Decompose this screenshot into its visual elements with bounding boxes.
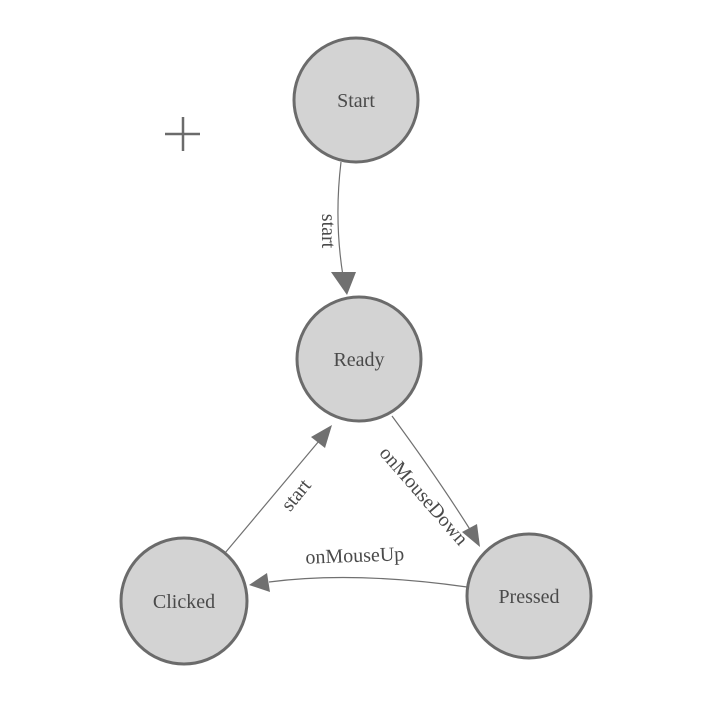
plus-crosshair-icon <box>165 117 200 151</box>
state-label: Pressed <box>498 586 559 608</box>
arrowhead-icon <box>311 425 332 448</box>
edge-path[interactable] <box>268 576 468 588</box>
state-circle[interactable] <box>292 36 420 164</box>
arrowhead-icon <box>249 573 270 592</box>
arrowhead-icon <box>462 524 480 547</box>
edge-label: start <box>317 214 339 249</box>
edge-label: onMouseDown <box>375 442 473 550</box>
edge-ready-to-pressed: onMouseDown <box>375 415 480 550</box>
arrowhead-icon <box>331 272 356 295</box>
state-label: Start <box>337 90 375 112</box>
state-label: Clicked <box>153 591 215 613</box>
edge-label: onMouseUp <box>305 543 405 568</box>
edge-clicked-to-ready: start <box>224 425 332 554</box>
state-node-pressed[interactable]: Pressed <box>465 532 593 660</box>
edge-path[interactable] <box>391 415 472 532</box>
state-node-clicked[interactable]: Clicked <box>119 536 249 666</box>
state-label: Ready <box>333 349 384 371</box>
edge-pressed-to-clicked: onMouseUp <box>249 543 468 592</box>
edge-path[interactable] <box>337 161 344 277</box>
state-node-ready[interactable]: Ready <box>295 295 423 423</box>
edge-start-to-ready: start <box>317 161 356 295</box>
state-circle[interactable] <box>119 536 249 666</box>
state-node-start[interactable]: Start <box>292 36 420 164</box>
edge-path[interactable] <box>224 440 320 554</box>
state-circle[interactable] <box>465 532 593 660</box>
state-circle[interactable] <box>295 295 423 423</box>
edge-label: start <box>277 475 316 516</box>
